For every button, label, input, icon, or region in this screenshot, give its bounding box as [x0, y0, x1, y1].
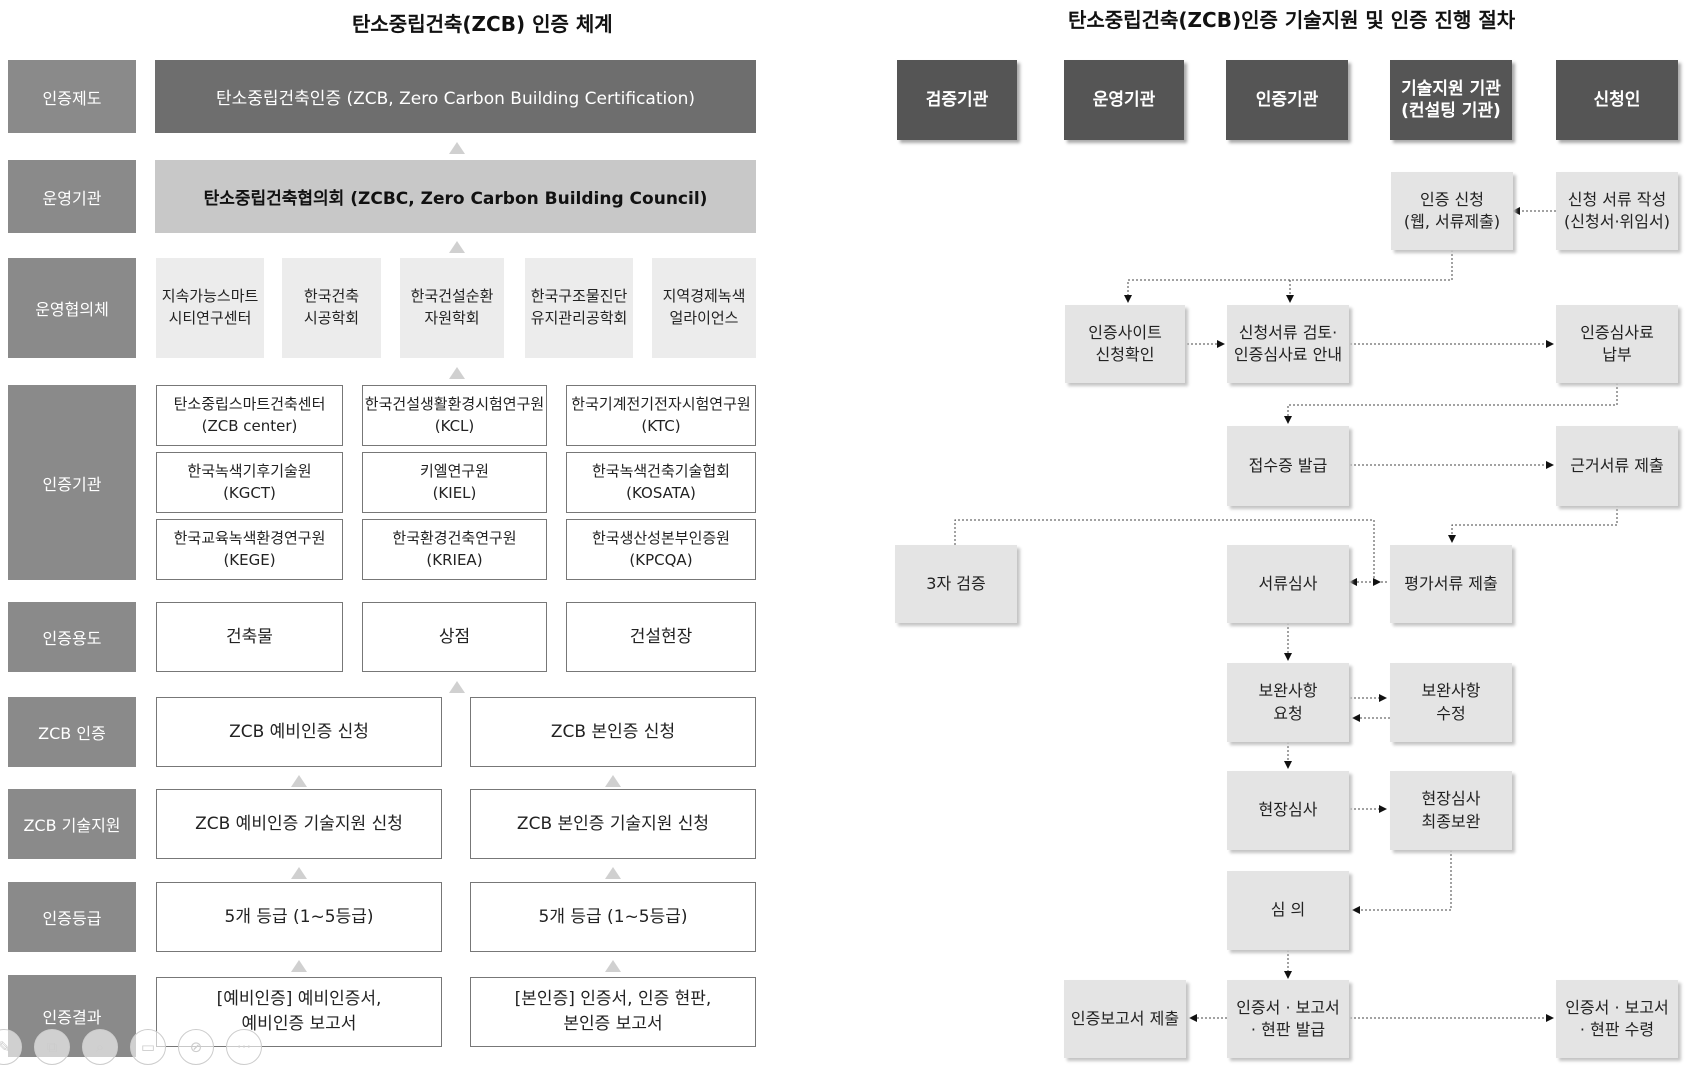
step-apply: 인증 신청(웹, 서류제출) — [1391, 172, 1513, 250]
viewer-toolbar: ✎ ⧉ ⌕ ▭ ⊘ ··· — [0, 1029, 286, 1069]
step-doc-review: 서류심사 — [1227, 545, 1349, 623]
zcb-pre-cert-box: ZCB 예비인증 신청 — [156, 697, 442, 767]
agency-box: 한국녹색기후기술원(KGCT) — [156, 452, 343, 513]
right-diagram-title: 탄소중립건축(ZCB)인증 기술지원 및 인증 진행 절차 — [1068, 8, 1516, 32]
step-report-submit: 인증보고서 제출 — [1064, 980, 1186, 1058]
up-arrow — [449, 681, 465, 693]
agency-box: 한국녹색건축기술협회(KOSATA) — [566, 452, 756, 513]
up-arrow — [291, 960, 307, 972]
use-box: 건설현장 — [566, 602, 756, 672]
pre-grade-box: 5개 등급 (1~5등급) — [156, 882, 442, 952]
use-box: 상점 — [362, 602, 547, 672]
label-council: 운영협의체 — [8, 258, 136, 358]
copy-icon[interactable]: ⧉ — [34, 1029, 70, 1065]
step-issue: 인증서 · 보고서· 현판 발급 — [1227, 980, 1349, 1058]
label-grade: 인증등급 — [8, 882, 136, 952]
up-arrow — [605, 775, 621, 787]
step-receive: 인증서 · 보고서· 현판 수령 — [1556, 980, 1678, 1058]
step-write-docs: 신청 서류 작성(신청서·위임서) — [1556, 172, 1678, 250]
header-verifier: 검증기관 — [897, 60, 1017, 140]
agency-box: 한국기계전기전자시험연구원(KTC) — [566, 385, 756, 446]
header-cert-body: 인증기관 — [1226, 60, 1348, 140]
cert-system-box: 탄소중립건축인증 (ZCB, Zero Carbon Building Cert… — [155, 60, 756, 133]
video-off-icon[interactable]: ⊘ — [178, 1029, 214, 1065]
up-arrow — [291, 775, 307, 787]
agency-box: 탄소중립스마트건축센터(ZCB center) — [156, 385, 343, 446]
label-zcb-support: ZCB 기술지원 — [8, 789, 136, 859]
zcb-main-support-box: ZCB 본인증 기술지원 신청 — [470, 789, 756, 859]
up-arrow — [449, 142, 465, 154]
label-zcb-cert: ZCB 인증 — [8, 697, 136, 767]
zcb-main-cert-box: ZCB 본인증 신청 — [470, 697, 756, 767]
operator-box: 탄소중립건축협의회 (ZCBC, Zero Carbon Building Co… — [155, 160, 756, 233]
step-third-party: 3자 검증 — [895, 545, 1017, 623]
main-grade-box: 5개 등급 (1~5등급) — [470, 882, 756, 952]
step-deliberation: 심 의 — [1227, 871, 1349, 950]
header-applicant: 신청인 — [1556, 60, 1678, 140]
agency-box: 한국교육녹색환경연구원(KEGE) — [156, 519, 343, 580]
more-icon[interactable]: ··· — [226, 1029, 262, 1065]
header-support-body: 기술지원 기관(컨설팅 기관) — [1390, 60, 1512, 140]
step-site-review: 현장심사 — [1227, 771, 1349, 850]
agency-box: 한국생산성본부인증원(KPCQA) — [566, 519, 756, 580]
agency-box: 한국건설생활환경시험연구원(KCL) — [362, 385, 547, 446]
pen-icon[interactable]: ✎ — [0, 1029, 22, 1065]
up-arrow — [605, 867, 621, 879]
agency-box: 한국환경건축연구원(KRIEA) — [362, 519, 547, 580]
label-operator: 운영기관 — [8, 160, 136, 233]
up-arrow — [449, 367, 465, 379]
label-agencies: 인증기관 — [8, 385, 136, 580]
screen-icon[interactable]: ▭ — [130, 1029, 166, 1065]
label-cert-system: 인증제도 — [8, 60, 136, 133]
up-arrow — [605, 960, 621, 972]
use-box: 건축물 — [156, 602, 343, 672]
agency-box: 키엘연구원(KIEL) — [362, 452, 547, 513]
step-eval-submit: 평가서류 제출 — [1390, 545, 1512, 623]
up-arrow — [449, 241, 465, 253]
step-evidence: 근거서류 제출 — [1556, 426, 1678, 506]
main-result-box: [본인증] 인증서, 인증 현판,본인증 보고서 — [470, 977, 756, 1047]
header-operator: 운영기관 — [1064, 60, 1184, 140]
pre-result-box: [예비인증] 예비인증서,예비인증 보고서 — [156, 977, 442, 1047]
step-receipt: 접수증 발급 — [1227, 426, 1349, 506]
label-uses: 인증용도 — [8, 602, 136, 672]
zcb-pre-support-box: ZCB 예비인증 기술지원 신청 — [156, 789, 442, 859]
search-icon[interactable]: ⌕ — [82, 1029, 118, 1065]
left-diagram-title: 탄소중립건축(ZCB) 인증 체계 — [352, 12, 613, 36]
step-review-fee: 신청서류 검토·인증심사료 안내 — [1227, 305, 1349, 383]
up-arrow — [291, 867, 307, 879]
